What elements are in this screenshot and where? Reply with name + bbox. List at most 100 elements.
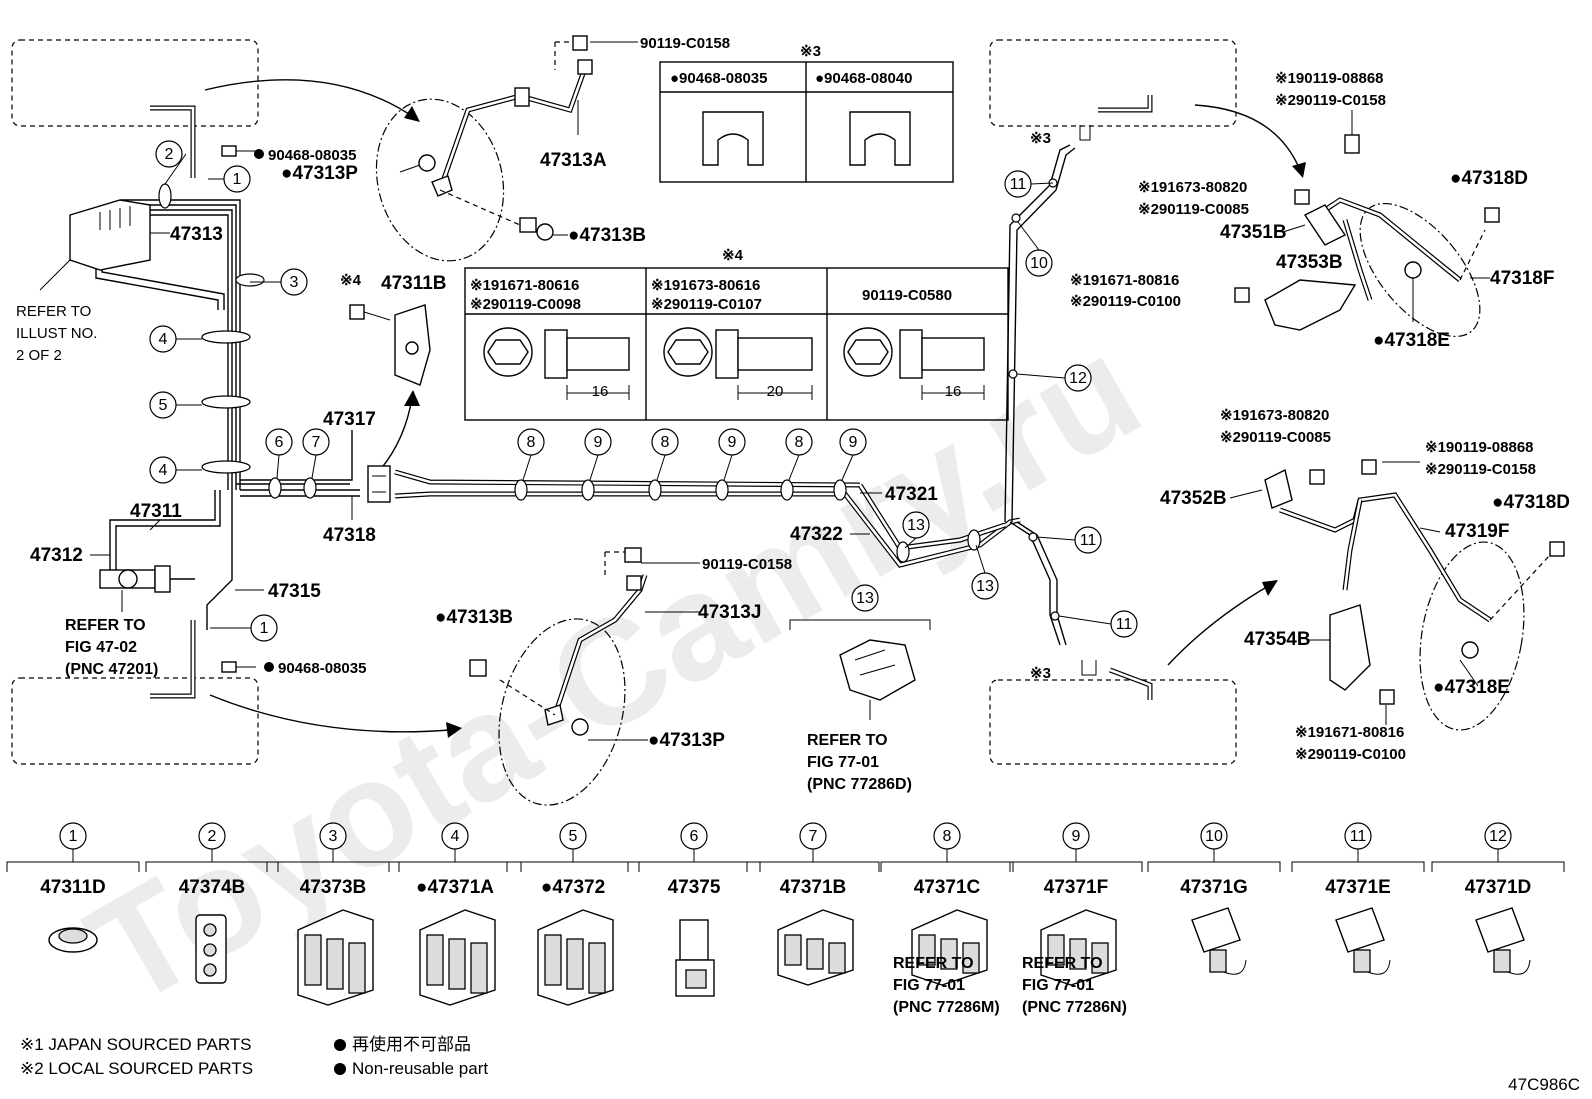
label-47319F: 47319F [1445, 521, 1509, 542]
table4-mark: ※4 [722, 247, 744, 264]
bottom-part-number: 47371F [1044, 877, 1108, 898]
table4-c3-l1: 90119-C0580 [862, 287, 952, 304]
table4-c3-len: 16 [945, 383, 962, 400]
label-r2-90119-C0158: ※290119-C0158 [1425, 461, 1536, 478]
bottom-callout-circle [1200, 822, 1228, 850]
bottom-callout-number: 9 [1072, 828, 1081, 845]
bottom-part-number: 47373B [300, 877, 367, 898]
clip-drawing [419, 909, 496, 1006]
label-47352B: 47352B [1160, 488, 1227, 509]
bottom-callout-circle [933, 822, 961, 850]
label-r2-91671-80816: ※191671-80816 [1295, 724, 1404, 741]
curved-arrows [204, 79, 1306, 738]
label-mark4: ※4 [340, 272, 362, 289]
label-r2-90119-C0100: ※290119-C0100 [1295, 746, 1406, 763]
refer-77286N-line2: FIG 77-01 [1022, 977, 1094, 994]
label-47318E-bot: ●47318E [1433, 677, 1510, 698]
refer-77286N-line1: REFER TO [1022, 955, 1103, 972]
label-47313A: 47313A [540, 150, 607, 171]
table-texts: ※3 ●90468-08035 ●90468-08040 ※4 ※191671-… [470, 43, 961, 400]
refer-77286N-line3: (PNC 77286N) [1022, 999, 1127, 1016]
bottom-part-number: 47311D [40, 877, 106, 898]
label-47351B: 47351B [1220, 222, 1287, 243]
proportioning-valve [99, 565, 195, 593]
table4-c2-l2: ※290119-C0107 [651, 296, 762, 313]
callout-11c: 11 [1116, 616, 1133, 633]
bottom-callout-circle [559, 822, 587, 850]
callout-11a: 11 [1010, 176, 1027, 193]
bottom-callout-circle [319, 822, 347, 850]
bottom-callout-number: 8 [943, 828, 952, 845]
callout-11b: 11 [1080, 532, 1097, 549]
bottom-callout-circle [441, 822, 469, 850]
refer-4702-line1: REFER TO [65, 617, 146, 634]
refer-illust-line3: 2 OF 2 [16, 347, 62, 364]
rear-flex-hose-top [1234, 134, 1500, 338]
clip-drawing [1335, 907, 1391, 975]
refer-77286M-line1: REFER TO [893, 955, 974, 972]
frame-box-bottom-left [11, 677, 259, 765]
label-r-90119-C0158: ※290119-C0158 [1275, 92, 1386, 109]
bottom-callout-number: 1 [69, 828, 78, 845]
label-r-91671-80816: ※191671-80816 [1070, 272, 1179, 289]
callout-6: 6 [275, 434, 284, 451]
legend-nonreuse-en: Non-reusable part [352, 1059, 488, 1078]
callout-4b: 4 [159, 462, 168, 479]
clip-drawing [297, 909, 374, 1006]
bottom-part-1: 1 47311D [6, 822, 140, 953]
bottom-callout-circle [1062, 822, 1090, 850]
label-47354B: 47354B [1244, 629, 1311, 650]
table3-mark: ※3 [800, 43, 821, 60]
clip-drawing [1191, 907, 1247, 975]
front-flex-hose-top [375, 35, 593, 262]
bottom-part-number: 47371D [1465, 877, 1532, 898]
bottom-callout-number: 7 [809, 828, 818, 845]
label-47313P-top: ●47313P [281, 163, 358, 184]
callout-9a: 9 [594, 434, 603, 451]
bottom-part-4: 4●47371A [388, 822, 522, 1006]
clip-drawing [911, 909, 988, 986]
callout-12: 12 [1069, 370, 1087, 387]
label-90119-C0158-top: 90119-C0158 [640, 35, 730, 52]
bottom-callout-number: 6 [690, 828, 699, 845]
callout-1a: 1 [233, 171, 242, 188]
refer-77286D-line1: REFER TO [807, 732, 888, 749]
label-47313B-bot: ●47313B [435, 607, 513, 628]
table3-col1: ●90468-08035 [670, 70, 767, 87]
label-47318E-top: ●47318E [1373, 330, 1450, 351]
bottom-callout-circle [1344, 822, 1372, 850]
table-washers [659, 61, 954, 183]
bottom-part-number: 47375 [668, 877, 721, 898]
bottom-callout-number: 10 [1205, 828, 1223, 845]
bottom-part-number: 47371G [1180, 877, 1248, 898]
table4-c1-l2: ※290119-C0098 [470, 296, 581, 313]
table3-col2: ●90468-08040 [815, 70, 912, 87]
bottom-part-number: 47371C [914, 877, 981, 898]
front-flex-hose-bottom [469, 547, 648, 806]
bottom-callout-circle [198, 822, 226, 850]
label-r-90119-C0100: ※290119-C0100 [1070, 293, 1181, 310]
bottom-callout-circle [680, 822, 708, 850]
refer-4702-line2: FIG 47-02 [65, 639, 137, 656]
callout-13a: 13 [907, 517, 925, 534]
callout-13b: 13 [976, 578, 994, 595]
table4-c1-len: 16 [592, 383, 609, 400]
label-47313B-top: ●47313B [568, 225, 646, 246]
clip-drawing [195, 914, 227, 984]
label-47321: 47321 [885, 484, 938, 505]
bottom-callout-number: 5 [569, 828, 578, 845]
label-47318F: 47318F [1490, 268, 1554, 289]
rear-tube-up [1004, 95, 1153, 700]
bottom-part-8: 8 47371C [880, 822, 1014, 986]
bottom-callout-circle [59, 822, 87, 850]
table4-c2-l1: ※191673-80616 [651, 277, 760, 294]
label-r-90119-C0085: ※290119-C0085 [1138, 201, 1249, 218]
bottom-part-number: 47371B [780, 877, 847, 898]
refer-notes-bottom: REFER TO FIG 77-01 (PNC 77286M) REFER TO… [893, 955, 1127, 1016]
callout-10: 10 [1030, 255, 1048, 272]
